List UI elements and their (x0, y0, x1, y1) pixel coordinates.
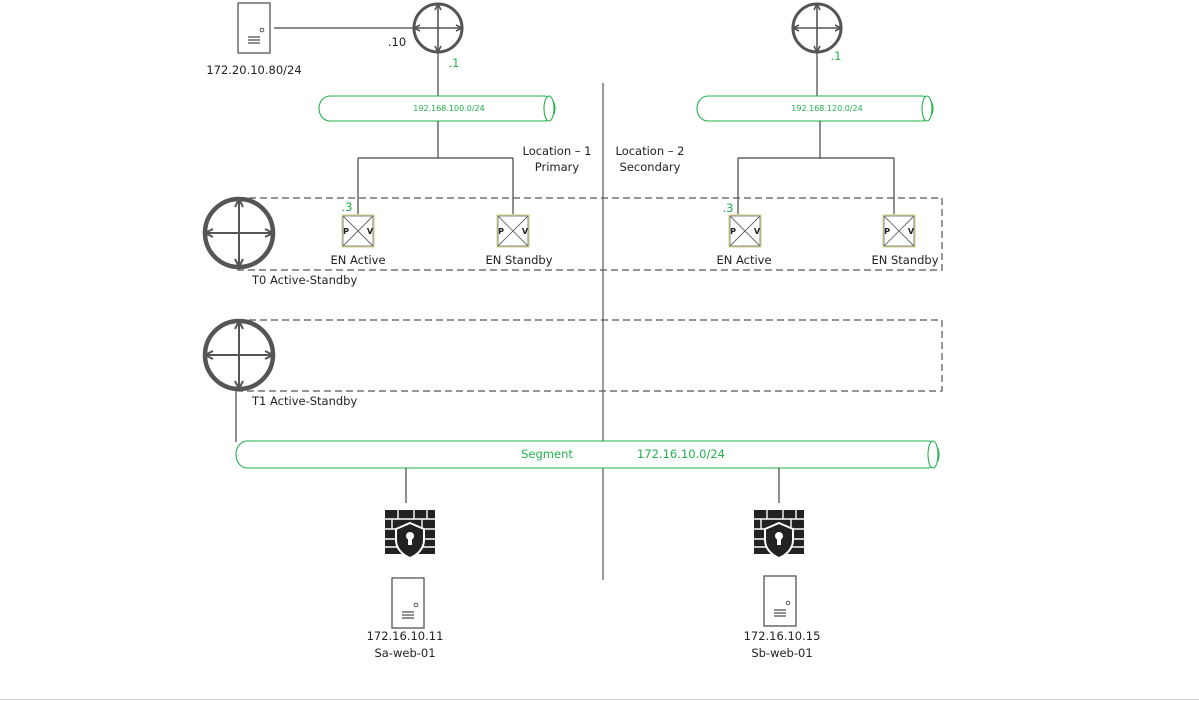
router-icon (205, 321, 273, 389)
edge-node-ip: .3 (342, 200, 353, 214)
segment-tube: Segment 172.16.10.0/24 (235, 440, 940, 469)
svg-text:V: V (754, 227, 761, 236)
external-server (237, 2, 271, 54)
bottom-divider (0, 699, 1199, 700)
network-tube-2: 192.168.120.0/24 (696, 95, 934, 122)
firewall-icon (753, 509, 805, 559)
edge-node-label: EN Standby (871, 253, 938, 267)
location2-name: Location – 2 (615, 144, 684, 158)
edge-node-ip: .3 (723, 201, 734, 215)
edge-connectors-2 (737, 121, 895, 215)
vm-b-ip: 172.16.10.15 (744, 629, 821, 643)
t0-label: T0 Active-Standby (251, 273, 357, 287)
edge-connectors-1 (357, 121, 514, 215)
router1-interface-ip: .10 (388, 35, 406, 49)
router1-ip: .1 (449, 56, 460, 70)
t0-cluster-box (237, 197, 943, 271)
svg-text:V: V (908, 227, 915, 236)
location1-name: Location – 1 (522, 144, 591, 158)
svg-text:V: V (522, 227, 529, 236)
edge-node-icon: P V (728, 214, 762, 248)
svg-text:P: P (498, 227, 504, 236)
router2-ip: .1 (831, 49, 842, 63)
location2-role: Secondary (620, 160, 681, 174)
svg-text:192.168.120.0/24: 192.168.120.0/24 (791, 104, 862, 113)
router-icon (791, 2, 843, 54)
edge-node-icon: P V (496, 214, 530, 248)
router-icon (412, 2, 464, 54)
svg-text:P: P (343, 227, 349, 236)
svg-text:Segment: Segment (521, 447, 573, 461)
edge-node-icon: P V (882, 214, 916, 248)
vm-a-ip: 172.16.10.11 (367, 629, 444, 643)
vm-b-name: Sb-web-01 (751, 646, 812, 660)
vm-server-icon (763, 575, 797, 627)
location1-role: Primary (535, 160, 580, 174)
edge-node-label: EN Standby (485, 253, 552, 267)
edge-node-label: EN Active (330, 253, 385, 267)
t1-label: T1 Active-Standby (251, 394, 357, 408)
network-tube-1: 192.168.100.0/24 (318, 95, 556, 122)
vm-a-name: Sa-web-01 (374, 646, 435, 660)
firewall-icon (384, 509, 436, 559)
svg-text:P: P (884, 227, 890, 236)
svg-text:172.16.10.0/24: 172.16.10.0/24 (637, 447, 725, 461)
svg-text:192.168.100.0/24: 192.168.100.0/24 (413, 104, 484, 113)
svg-text:V: V (367, 227, 374, 236)
router-icon (205, 199, 273, 267)
external-server-ip: 172.20.10.80/24 (206, 63, 301, 77)
svg-text:P: P (730, 227, 736, 236)
t1-cluster-box (237, 319, 943, 392)
edge-node-label: EN Active (716, 253, 771, 267)
edge-node-icon: P V (341, 214, 375, 248)
vm-server-icon (391, 577, 425, 629)
